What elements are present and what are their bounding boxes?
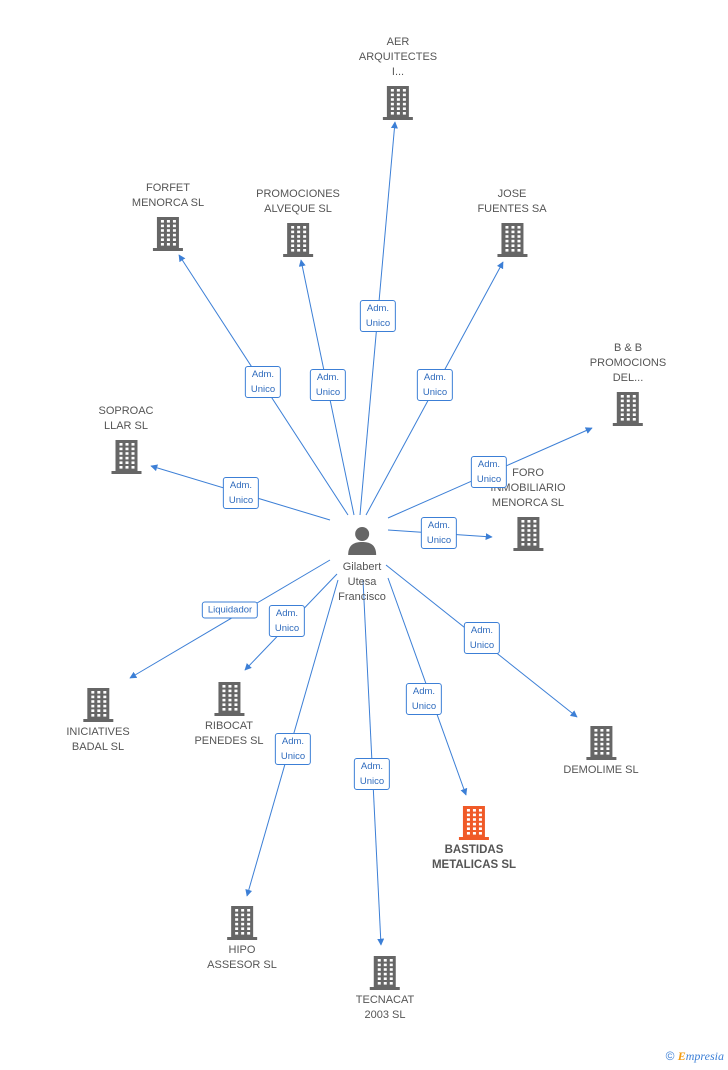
company-node-ribocat[interactable]: RIBOCAT PENEDES SL <box>194 680 264 749</box>
person-node[interactable]: Gilabert Utesa Francisco <box>338 525 386 605</box>
building-icon <box>110 440 141 474</box>
role-label-ribocat[interactable]: Adm. Unico <box>268 605 306 637</box>
company-node-jose[interactable]: JOSE FUENTES SA <box>477 187 547 257</box>
copyright-icon: © <box>665 1049 675 1063</box>
company-name: HIPO ASSESOR SL <box>207 944 277 971</box>
role-label-alveque[interactable]: Adm. Unico <box>309 369 347 401</box>
company-node-foro[interactable]: FORO INMOBILIARIO MENORCA SL <box>490 466 566 551</box>
building-icon <box>586 726 616 760</box>
building-icon <box>496 223 527 257</box>
building-icon <box>83 688 113 722</box>
company-node-tecnacat[interactable]: TECNACAT 2003 SL <box>356 954 414 1023</box>
company-name: FORO INMOBILIARIO MENORCA SL <box>490 467 566 509</box>
building-icon <box>459 806 489 840</box>
company-node-bastidas[interactable]: BASTIDAS METALICAS SL <box>432 804 516 873</box>
building-icon <box>513 517 543 551</box>
company-node-alveque[interactable]: PROMOCIONES ALVEQUE SL <box>256 187 340 257</box>
role-label-demolime[interactable]: Adm. Unico <box>463 622 501 654</box>
company-name: SOPROAC LLAR SL <box>98 405 154 432</box>
company-name: FORFET MENORCA SL <box>131 182 205 209</box>
company-name: JOSE FUENTES SA <box>477 188 547 215</box>
person-icon <box>348 527 376 555</box>
company-node-bb[interactable]: B & B PROMOCIONS DEL... <box>590 341 666 426</box>
brand-logo-first: E <box>677 1049 686 1063</box>
role-label-bb[interactable]: Adm. Unico <box>470 456 508 488</box>
role-label-foro[interactable]: Adm. Unico <box>420 517 458 549</box>
company-name: INICIATIVES BADAL SL <box>66 726 130 753</box>
role-label-tecnacat[interactable]: Adm. Unico <box>353 758 391 790</box>
company-node-soproac[interactable]: SOPROAC LLAR SL <box>98 404 154 474</box>
company-name: B & B PROMOCIONS DEL... <box>589 342 667 384</box>
building-icon <box>613 392 643 426</box>
company-name: DEMOLIME SL <box>563 764 639 776</box>
role-label-bastidas[interactable]: Adm. Unico <box>405 683 443 715</box>
company-node-demolime[interactable]: DEMOLIME SL <box>563 724 639 778</box>
building-icon <box>370 956 400 990</box>
company-node-iniciatives[interactable]: INICIATIVES BADAL SL <box>66 686 130 755</box>
company-name: AER ARQUITECTES I... <box>358 36 438 78</box>
edge-iniciatives <box>129 559 331 679</box>
role-label-hipo[interactable]: Adm. Unico <box>274 733 312 765</box>
company-node-aer[interactable]: AER ARQUITECTES I... <box>359 35 437 120</box>
company-node-forfet[interactable]: FORFET MENORCA SL <box>132 181 204 251</box>
company-name: PROMOCIONES ALVEQUE SL <box>256 188 340 215</box>
brand-footer[interactable]: © Empresia <box>666 1049 724 1064</box>
building-icon <box>226 906 257 940</box>
company-name: BASTIDAS METALICAS SL <box>431 844 517 871</box>
role-label-forfet[interactable]: Adm. Unico <box>244 366 282 398</box>
brand-logo-rest: mpresia <box>685 1049 724 1063</box>
role-label-iniciatives[interactable]: Liquidador <box>201 601 259 619</box>
role-label-aer[interactable]: Adm. Unico <box>359 300 397 332</box>
company-name: RIBOCAT PENEDES SL <box>194 720 264 747</box>
building-icon <box>282 223 313 257</box>
company-node-hipo[interactable]: HIPO ASSESOR SL <box>207 904 277 973</box>
role-label-soproac[interactable]: Adm. Unico <box>222 477 260 509</box>
building-icon <box>214 682 244 716</box>
role-label-jose[interactable]: Adm. Unico <box>416 369 454 401</box>
building-icon <box>382 86 413 120</box>
building-icon <box>152 217 183 251</box>
company-name: TECNACAT 2003 SL <box>355 994 415 1021</box>
person-name: Gilabert Utesa Francisco <box>338 561 386 603</box>
